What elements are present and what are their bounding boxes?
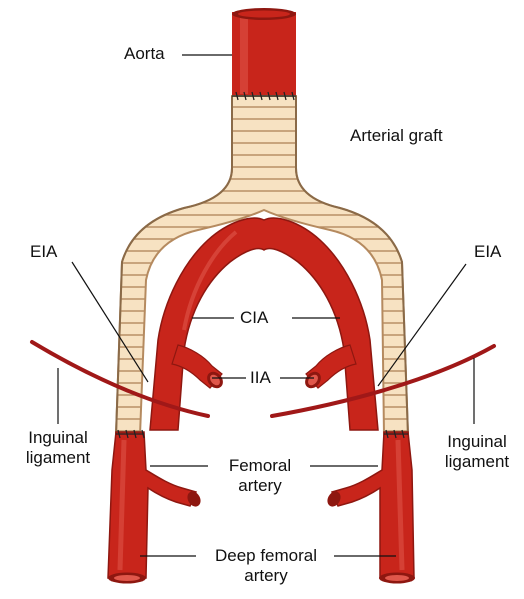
label-deep-femoral-artery: Deep femoral artery: [196, 546, 336, 585]
label-eia-left: EIA: [30, 242, 57, 262]
label-femoral-line2: artery: [208, 476, 312, 496]
label-eia-right: EIA: [474, 242, 501, 262]
label-arterial-graft: Arterial graft: [350, 126, 443, 146]
label-inguinal-right-line2: ligament: [434, 452, 520, 472]
label-inguinal-ligament-right: Inguinal ligament: [434, 432, 520, 471]
aorta: [232, 8, 296, 96]
label-femoral-artery: Femoral artery: [208, 456, 312, 495]
label-inguinal-right-line1: Inguinal: [434, 432, 520, 452]
label-inguinal-left-line2: ligament: [12, 448, 104, 468]
label-inguinal-left-line1: Inguinal: [12, 428, 104, 448]
label-deep-femoral-line2: artery: [196, 566, 336, 586]
label-inguinal-ligament-left: Inguinal ligament: [12, 428, 104, 467]
label-femoral-line1: Femoral: [208, 456, 312, 476]
label-cia: CIA: [240, 308, 268, 328]
label-aorta: Aorta: [124, 44, 165, 64]
label-iia: IIA: [250, 368, 271, 388]
label-deep-femoral-line1: Deep femoral: [196, 546, 336, 566]
